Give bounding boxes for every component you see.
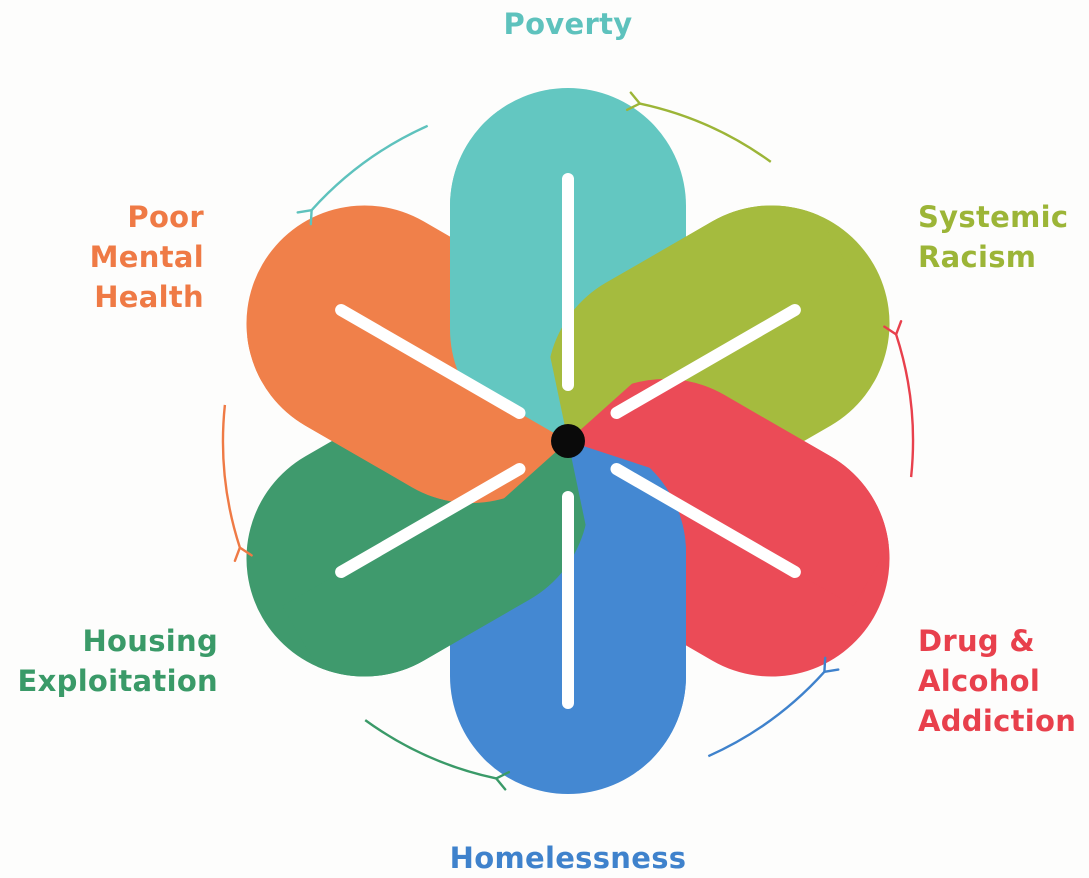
arrowhead-homeless-to-drug — [823, 656, 840, 674]
petals-group — [246, 88, 890, 794]
center-dot — [551, 424, 585, 458]
arrow-mental-to-housing — [221, 404, 242, 548]
arrow-poverty-to-mental — [310, 124, 429, 211]
petal-racism-slot-group — [610, 304, 801, 419]
label-homelessness: Homelessness — [0, 838, 1089, 878]
label-line: Housing — [82, 624, 218, 658]
petal-housing-slot — [335, 463, 526, 578]
label-line: Drug & — [918, 624, 1035, 658]
petal-poverty-overlap — [450, 111, 568, 441]
petal-homeless-overlap — [568, 441, 686, 771]
petal-poverty-fold — [450, 111, 568, 441]
petal-racism-slot — [610, 304, 801, 419]
petal-homeless-fold — [568, 441, 686, 771]
label-line: Exploitation — [17, 664, 218, 698]
label-line: Poor — [127, 200, 204, 234]
petal-drug-slot — [610, 463, 801, 578]
arrowhead-drug-to-racism — [883, 320, 903, 336]
cycle-arrows-group — [221, 91, 915, 791]
arrow-housing-to-homeless — [364, 719, 497, 780]
label-line: Racism — [918, 240, 1037, 274]
arrowhead-mental-to-housing — [233, 546, 253, 562]
arrowhead-housing-to-homeless — [495, 770, 511, 791]
label-line: Health — [94, 280, 204, 314]
label-line: Systemic — [918, 200, 1069, 234]
arrowhead-racism-to-poverty — [625, 91, 641, 112]
arrow-racism-to-poverty — [639, 102, 772, 163]
label-line: Mental — [89, 240, 204, 274]
label-line: Addiction — [918, 704, 1077, 738]
petal-housing-slot-group — [335, 463, 526, 578]
arrow-homeless-to-drug — [707, 671, 826, 758]
petal-drug-slot-group — [610, 463, 801, 578]
label-line: Homelessness — [449, 841, 687, 875]
arrowhead-poverty-to-mental — [296, 208, 313, 226]
arrow-drug-to-racism — [894, 334, 915, 478]
label-poverty: Poverty — [0, 4, 1089, 44]
petal-mental-slot-group — [335, 304, 526, 419]
label-line: Poverty — [503, 7, 633, 41]
label-line: Alcohol — [918, 664, 1041, 698]
petal-mental-slot — [335, 304, 526, 419]
